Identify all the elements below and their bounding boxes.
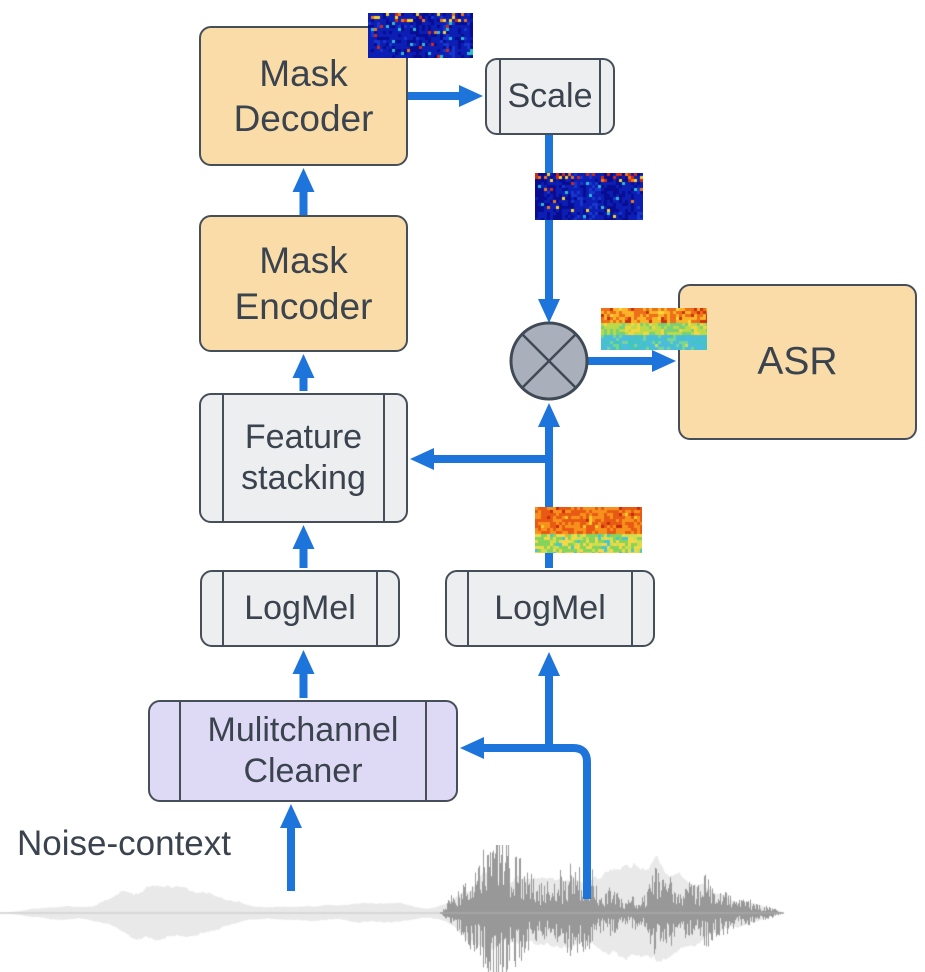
arrow-logmel-left-to-stacking (292, 525, 315, 568)
arrow-stacking-to-encoder (292, 354, 315, 391)
node-label: Scale (507, 76, 593, 115)
node-label: Mulitchannel Cleaner (207, 710, 399, 790)
spectrogram-mask (368, 13, 473, 58)
node-logmel-right: LogMel (445, 570, 655, 647)
node-feature-stacking: Feature stacking (199, 393, 408, 523)
spectrogram-noisy (535, 507, 642, 553)
arrow-branch-to-stacking (410, 448, 549, 470)
node-mask-encoder: Mask Encoder (199, 215, 408, 352)
arrow-audio-to-logmel-right (538, 652, 560, 748)
multiply-icon (521, 333, 577, 389)
arrow-multiply-to-asr (588, 350, 676, 372)
node-label: LogMel (244, 588, 356, 627)
noise-context-label: Noise-context (17, 824, 231, 863)
node-label: ASR (757, 340, 838, 384)
arrow-decoder-to-scale (408, 85, 483, 107)
node-asr: ASR (678, 284, 917, 440)
audio-waveforms (0, 845, 925, 972)
node-multichannel-cleaner: Mulitchannel Cleaner (148, 700, 458, 802)
node-label: Feature stacking (241, 417, 366, 497)
arrow-cleaner-to-logmel-left (292, 650, 315, 698)
spectrogram-scaled-mask (535, 173, 643, 220)
node-logmel-left: LogMel (200, 570, 400, 647)
multiply-operator (509, 321, 589, 401)
arrow-scale-to-multiply (538, 135, 560, 323)
node-label: Mask Decoder (233, 52, 374, 139)
node-scale: Scale (485, 58, 615, 135)
arrow-encoder-to-decoder (292, 168, 315, 215)
node-label: LogMel (494, 588, 606, 627)
node-label: Mask Encoder (234, 240, 373, 327)
spectrogram-enhanced (601, 308, 707, 350)
